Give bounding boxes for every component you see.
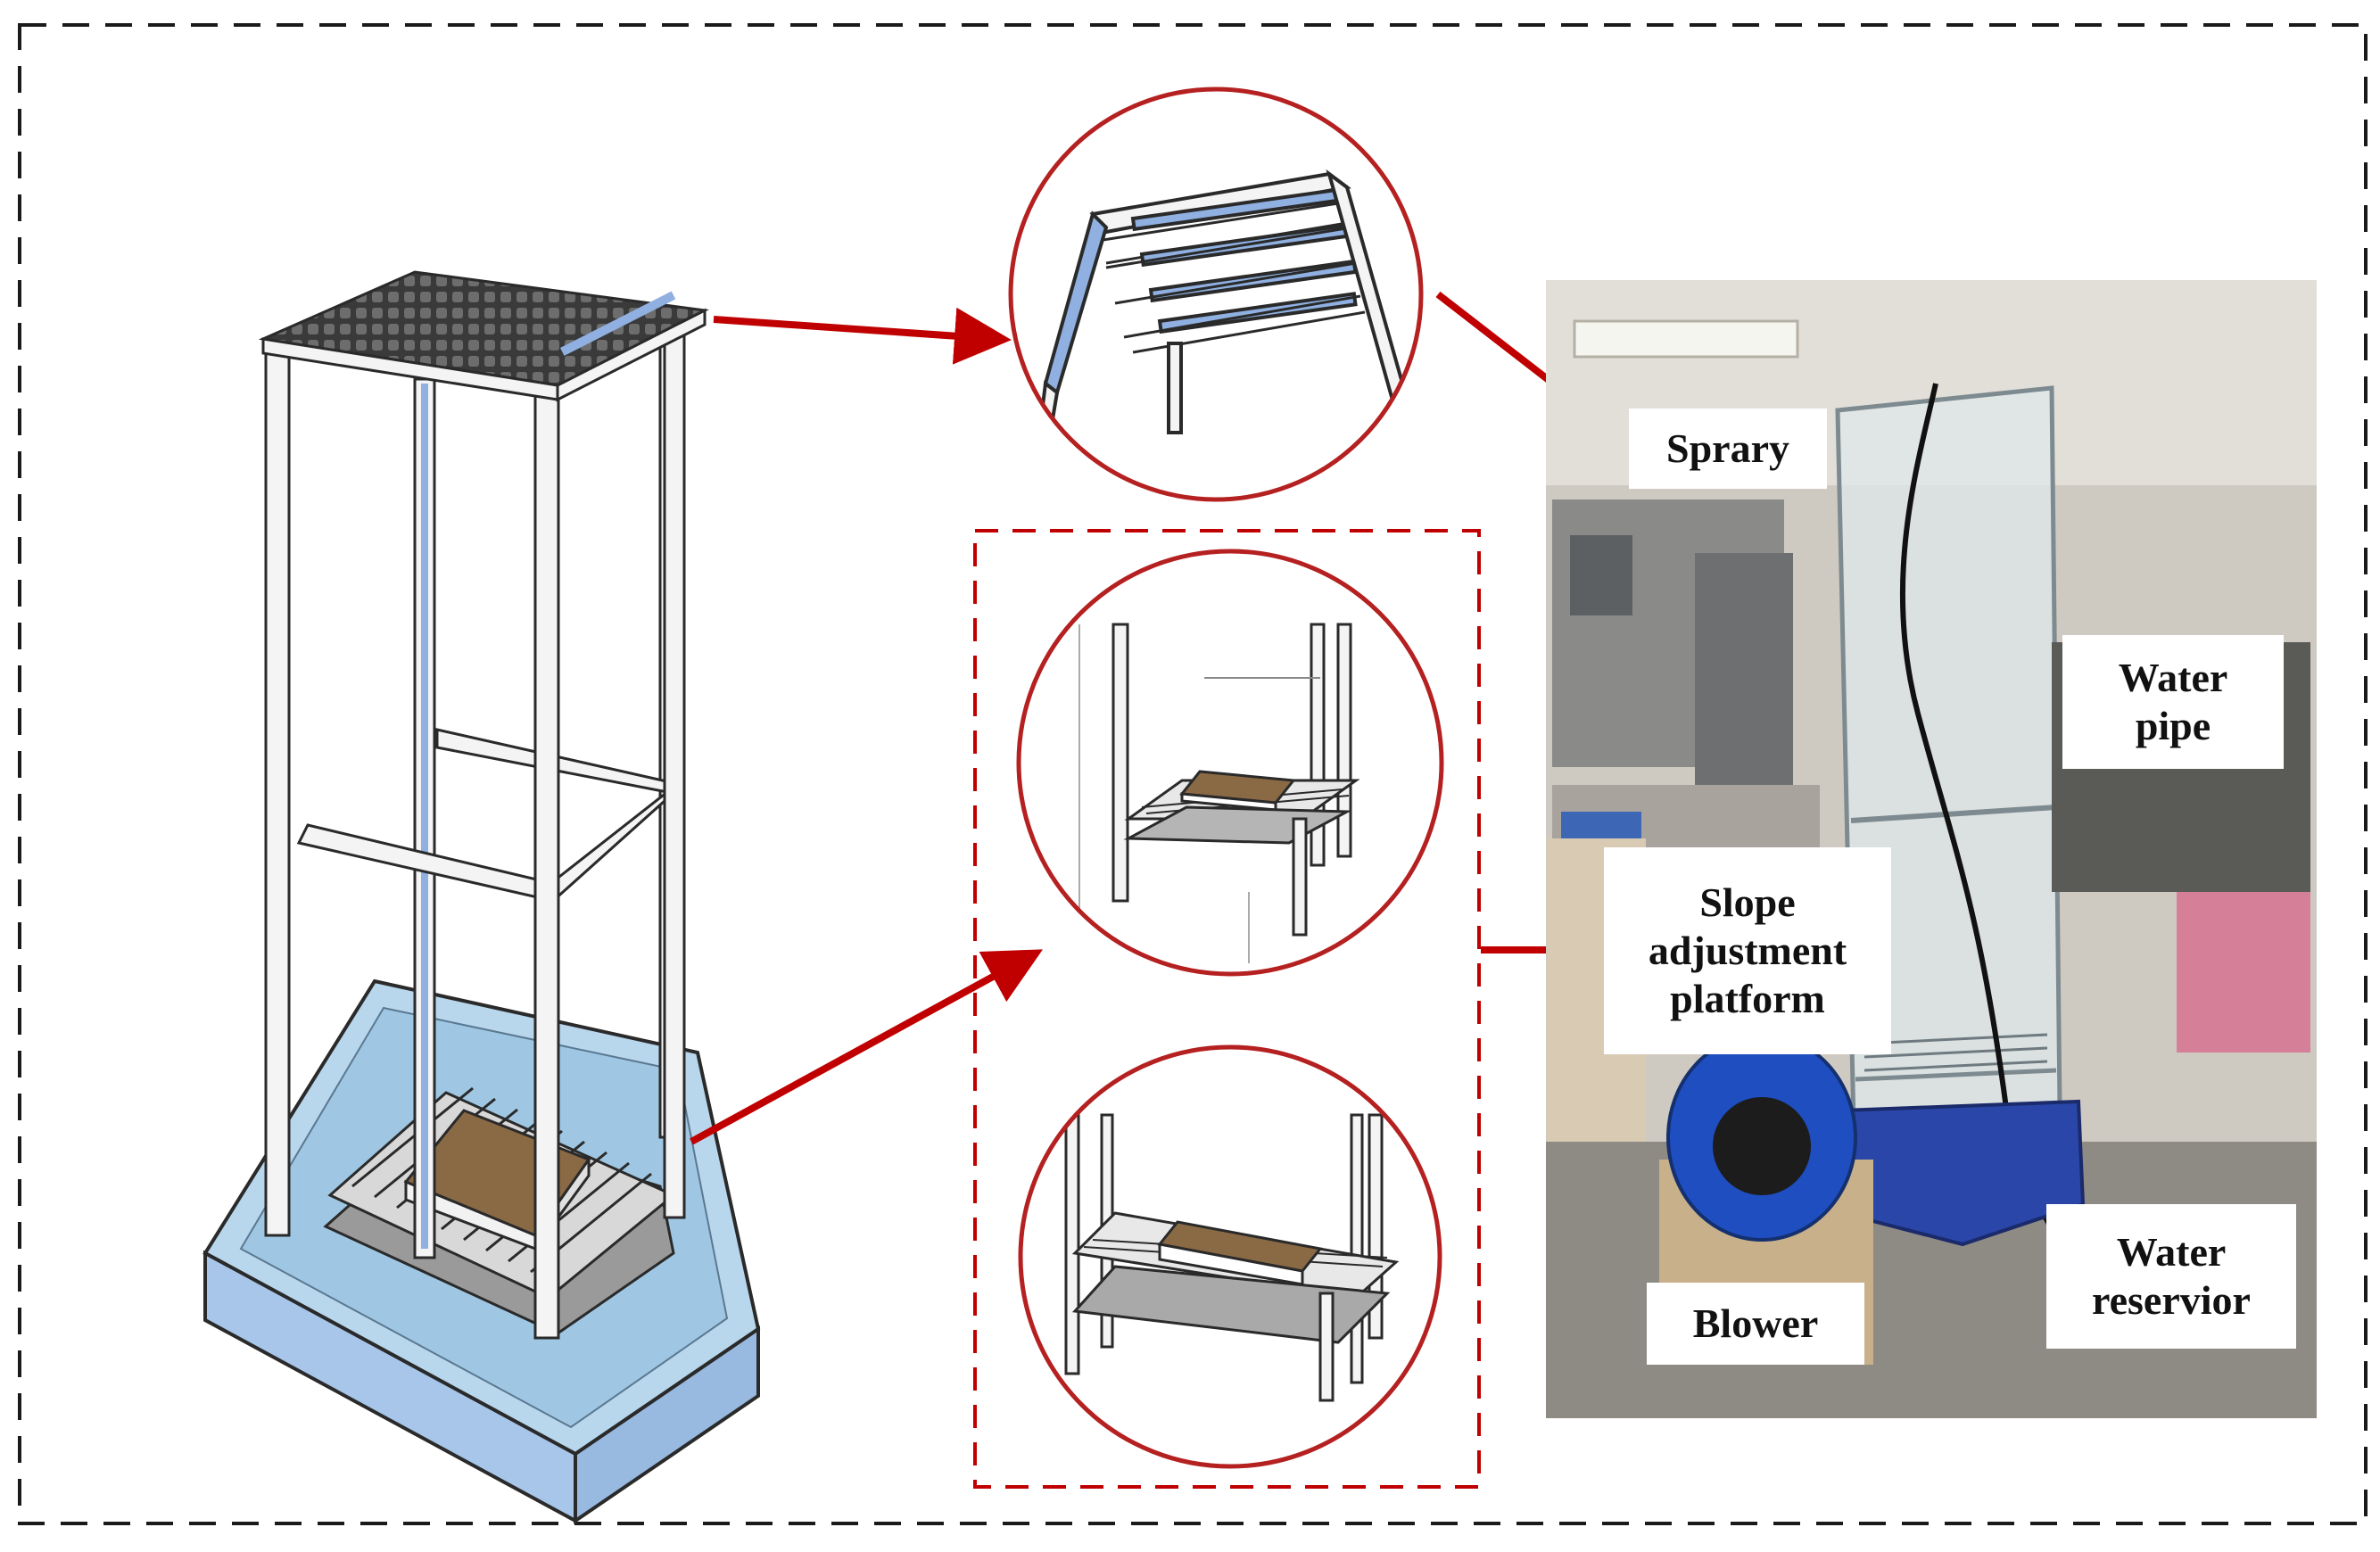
label-water-reservoir-line2: reservior bbox=[2092, 1277, 2251, 1323]
outer-dashed-frame bbox=[18, 23, 2368, 1525]
arrow-top-to-spray-detail bbox=[713, 307, 1012, 365]
label-water-reservoir: Water reservior bbox=[2046, 1204, 2296, 1349]
platform-variants-box bbox=[973, 529, 1481, 1489]
label-water-pipe-line1: Water bbox=[2118, 654, 2228, 700]
label-blower-text: Blower bbox=[1692, 1300, 1819, 1346]
label-blower: Blower bbox=[1647, 1283, 1864, 1365]
frame-mid-ring bbox=[296, 728, 686, 903]
label-sprary: Sprary bbox=[1629, 409, 1827, 489]
platform-detail-circle-b bbox=[1018, 1044, 1442, 1469]
frame-front-posts bbox=[264, 319, 686, 1340]
arrow-base-to-platform-detail bbox=[690, 949, 1044, 1145]
label-slope-platform: Slope adjustment platform bbox=[1604, 847, 1891, 1054]
label-water-pipe-line2: pipe bbox=[2135, 703, 2211, 748]
platform-detail-circle-a bbox=[1016, 549, 1444, 977]
label-sprary-text: Sprary bbox=[1666, 425, 1789, 471]
label-slope-line3: platform bbox=[1670, 976, 1825, 1022]
spray-grid-top bbox=[258, 270, 709, 402]
spray-detail-circle bbox=[1008, 87, 1424, 502]
label-slope-line2: adjustment bbox=[1648, 927, 1847, 973]
label-water-pipe: Water pipe bbox=[2062, 635, 2284, 769]
label-water-reservoir-line1: Water bbox=[2116, 1228, 2227, 1275]
label-slope-line1: Slope bbox=[1699, 879, 1796, 925]
rig-3d-model bbox=[202, 270, 761, 1524]
